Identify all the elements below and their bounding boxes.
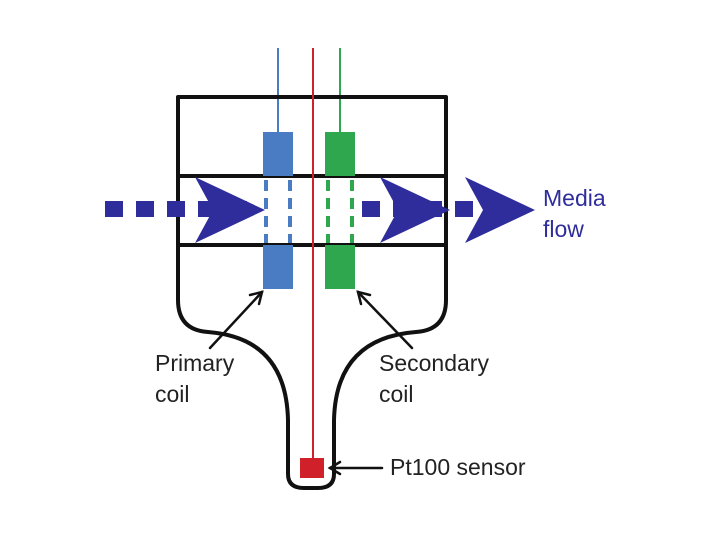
media-flow-label: Media flow [543,183,606,245]
sensor-callout-arrow [327,460,384,476]
media-flow-label-line-1: Media [543,185,606,211]
secondary-coil [325,132,355,289]
primary-coil-callout-arrow [208,290,264,350]
pt100-sensor-label: Pt100 sensor [390,454,526,480]
secondary-coil-callout-arrow [356,290,414,350]
primary-coil-label-line-1: Primary [155,350,235,376]
primary-coil [263,132,293,289]
primary-coil-label-line-2: coil [155,381,190,407]
media-flow-arrow [105,177,535,243]
secondary-coil-label: Secondary coil [379,348,489,410]
primary-coil-label: Primary coil [155,348,234,410]
secondary-coil-label-line-2: coil [379,381,414,407]
pt100-sensor-element [300,458,324,478]
media-flow-label-line-2: flow [543,216,584,242]
secondary-coil-label-line-1: Secondary [379,350,489,376]
sensor-housing-outline [176,95,448,490]
